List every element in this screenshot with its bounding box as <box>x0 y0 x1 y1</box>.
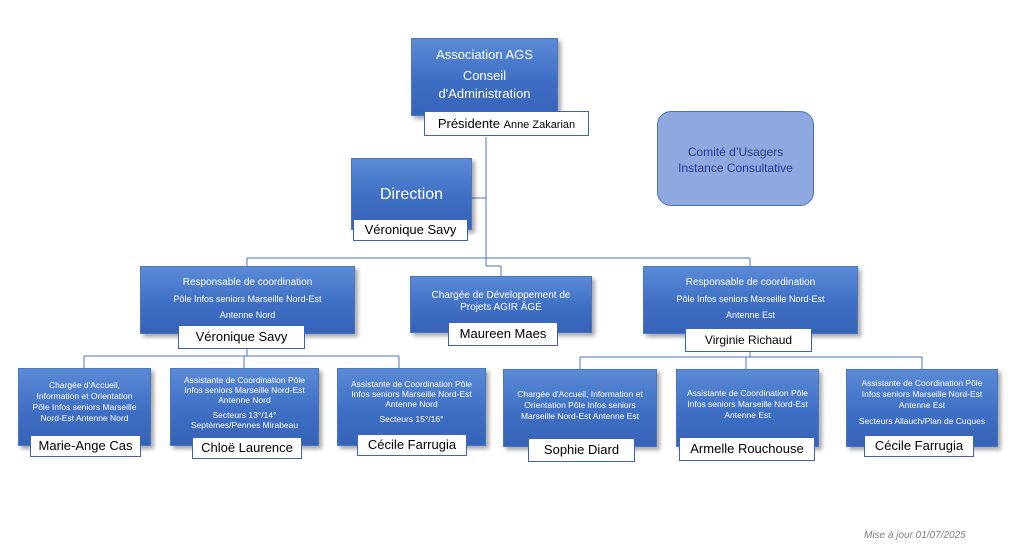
nord-assist1-box: Assistante de Coordination Pôle Infos se… <box>170 368 319 446</box>
coord-est-person: Virginie Richaud <box>704 333 793 347</box>
est-accueil-line: Marseille Nord-Est Antenne Est <box>520 411 640 421</box>
nord-assist1-person-box: Chloë Laurence <box>192 437 302 459</box>
ca-line: Conseil <box>462 68 507 83</box>
nord-assist2-line: Antenne Nord <box>385 399 438 409</box>
est-accueil-person: Sophie Diard <box>543 442 620 457</box>
direction-title: Direction <box>379 186 444 203</box>
est-assist1-line: Antenne Est <box>724 410 771 420</box>
est-accueil-box: Chargée d'Accueil, Information et Orient… <box>503 369 657 447</box>
coord-nord-line: Antenne Nord <box>219 310 276 320</box>
est-assist1-line: Infos seniors Marseille Nord-Est <box>687 399 808 409</box>
nord-accueil-person-box: Marie-Ange Cas <box>30 435 141 457</box>
nord-assist2-line: Infos seniors Marseille Nord-Est <box>351 389 472 399</box>
nord-assist1-sector: Secteurs 13°/14° <box>212 410 277 420</box>
est-assist2-sector: Secteurs Allauch/Plan de Cuques <box>858 416 986 426</box>
est-accueil-line: Chargée d'Accueil, Information et <box>517 389 643 399</box>
nord-assist1-line: Antenne Nord <box>218 395 271 405</box>
coord-est-line: Responsable de coordination <box>685 277 816 288</box>
coord-est-person-box: Virginie Richaud <box>685 328 812 352</box>
nord-assist2-box: Assistante de Coordination Pôle Infos se… <box>337 368 486 446</box>
update-note: Mise à jour 01/07/2025 <box>864 530 966 541</box>
nord-assist2-sector: Secteurs 15°/16° <box>379 414 444 424</box>
direction-person-box: Véronique Savy <box>353 219 468 241</box>
est-assist2-line: Infos seniors Marseille Nord-Est <box>861 389 983 399</box>
nord-assist2-person: Cécile Farrugia <box>367 437 457 452</box>
est-assist1-person-box: Armelle Rouchouse <box>679 437 815 461</box>
ca-line: d'Administration <box>438 86 531 101</box>
coord-nord-person: Véronique Savy <box>195 329 288 344</box>
nord-accueil-line: Information et Orientation <box>36 391 133 401</box>
nord-assist2-line: Assistante de Coordination Pôle <box>351 379 472 389</box>
coord-nord-line: Pôle Infos seniors Marseille Nord-Est <box>173 294 322 304</box>
coord-nord-box: Responsable de coordination Pôle Infos s… <box>140 266 355 334</box>
est-assist2-person-box: Cécile Farrugia <box>864 435 974 457</box>
direction-person: Véronique Savy <box>364 222 457 237</box>
nord-accueil-line: Nord-Est Antenne Nord <box>40 413 129 423</box>
coord-est-box: Responsable de coordination Pôle Infos s… <box>643 266 858 334</box>
nord-assist1-person: Chloë Laurence <box>201 440 293 455</box>
nord-assist1-line: Assistante de Coordination Pôle <box>184 375 305 385</box>
est-assist2-person: Cécile Farrugia <box>874 438 964 453</box>
dev-line: Projets AGIR ÂGÉ <box>460 302 542 313</box>
ca-president-name: Anne Zakarian <box>503 119 576 131</box>
nord-accueil-person: Marie-Ange Cas <box>38 438 133 453</box>
nord-assist2-person-box: Cécile Farrugia <box>357 434 467 456</box>
committee-box: Comité d’Usagers Instance Consultative <box>657 111 814 206</box>
dev-line: Chargée de Développement de <box>431 290 571 301</box>
ca-line: Association AGS <box>436 47 533 62</box>
committee-line: Instance Consultative <box>678 161 793 175</box>
nord-assist1-line: Infos seniors Marseille Nord-Est <box>184 385 305 395</box>
committee-line: Comité d’Usagers <box>687 145 784 159</box>
nord-accueil-line: Pôle Infos seniors Marseille <box>32 402 137 412</box>
est-assist2-line: Antenne Est <box>898 400 946 410</box>
direction-box: Direction <box>351 158 472 230</box>
est-assist2-line: Assistante de Coordination Pôle <box>861 378 983 388</box>
est-accueil-line: Orientation Pôle Infos seniors <box>524 400 636 410</box>
dev-person-box: Maureen Maes <box>448 322 558 346</box>
coord-est-line: Pôle Infos seniors Marseille Nord-Est <box>676 294 825 304</box>
est-assist2-box: Assistante de Coordination Pôle Infos se… <box>846 369 998 447</box>
coord-nord-line: Responsable de coordination <box>182 277 313 288</box>
nord-accueil-box: Chargée d'Accueil, Information et Orient… <box>18 368 151 446</box>
nord-assist1-sector: Septèmes/Pennes Mirabeau <box>190 420 299 430</box>
est-assist1-line: Assistante de Coordination Pôle <box>687 388 808 398</box>
coord-est-line: Antenne Est <box>725 310 776 320</box>
ca-box: Association AGS Conseil d'Administration <box>411 38 558 116</box>
ca-president-box: Présidente Anne Zakarian <box>424 111 589 136</box>
est-assist1-box: Assistante de Coordination Pôle Infos se… <box>676 369 819 447</box>
est-accueil-person-box: Sophie Diard <box>528 438 635 462</box>
ca-president-role: Présidente <box>437 116 500 131</box>
nord-accueil-line: Chargée d'Accueil, <box>48 380 121 390</box>
dev-person: Maureen Maes <box>459 326 547 341</box>
est-assist1-person: Armelle Rouchouse <box>690 441 804 456</box>
coord-nord-person-box: Véronique Savy <box>178 325 305 349</box>
